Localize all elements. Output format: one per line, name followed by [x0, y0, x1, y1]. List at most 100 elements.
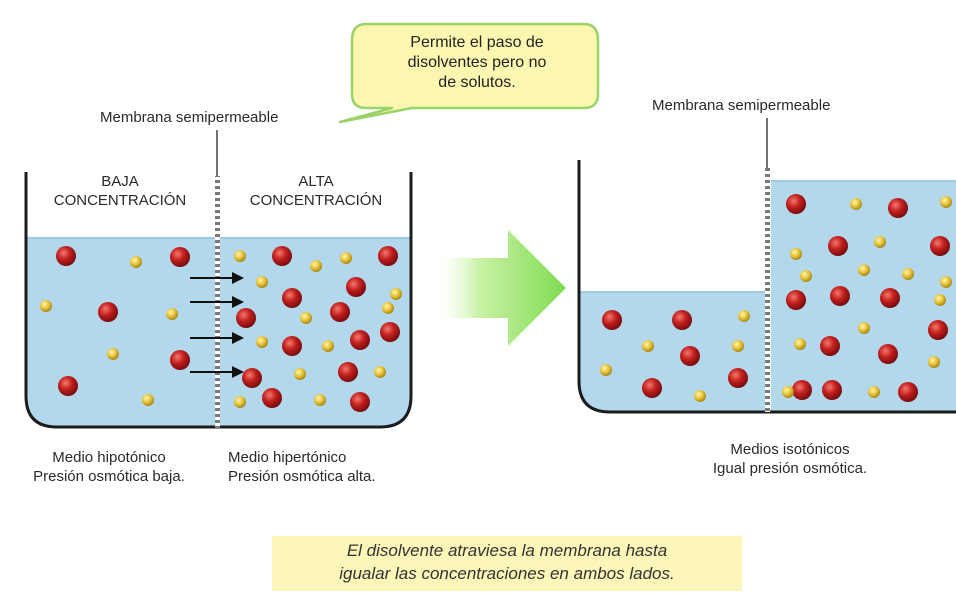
- solute-small: [738, 310, 750, 322]
- solute-large: [236, 308, 256, 328]
- solute-small: [732, 340, 744, 352]
- solute-small: [858, 322, 870, 334]
- solute-large: [786, 194, 806, 214]
- hypotonic-caption-line-2: Presión osmótica baja.: [33, 468, 185, 485]
- solute-small: [374, 366, 386, 378]
- solute-large: [242, 368, 262, 388]
- solute-small: [234, 250, 246, 262]
- callout-line-3: de solutos.: [438, 74, 516, 91]
- footer-line-2: igualar las concentraciones en ambos lad…: [339, 564, 675, 583]
- solute-small: [340, 252, 352, 264]
- solvent-flow-arrows: [190, 272, 244, 378]
- solute-large: [830, 286, 850, 306]
- solute-large: [602, 310, 622, 330]
- solute-large: [792, 380, 812, 400]
- solute-large: [930, 236, 950, 256]
- solute-small: [600, 364, 612, 376]
- solute-large: [672, 310, 692, 330]
- low-concentration-title: BAJA CONCENTRACIÓN: [30, 172, 210, 210]
- hypertonic-caption-line-1: Medio hipertónico: [228, 449, 347, 466]
- solute-large: [170, 350, 190, 370]
- solute-small: [256, 276, 268, 288]
- solute-small: [928, 356, 940, 368]
- isotonic-caption-line-2: Igual presión osmótica.: [712, 460, 868, 477]
- solute-large: [346, 277, 366, 297]
- high-concentration-title: ALTA CONCENTRACIÓN: [224, 172, 408, 210]
- solute-small: [40, 300, 52, 312]
- solute-large: [282, 288, 302, 308]
- solute-small: [107, 348, 119, 360]
- solute-large: [58, 376, 78, 396]
- solute-small: [382, 302, 394, 314]
- solute-large: [56, 246, 76, 266]
- solute-large: [786, 290, 806, 310]
- flow-arrow-head: [232, 332, 244, 344]
- solute-large: [680, 346, 700, 366]
- flow-arrow-head: [232, 366, 244, 378]
- isotonic-caption: Medios isotónicos Igual presión osmótica…: [690, 440, 890, 478]
- high-concentration-title-line-2: CONCENTRACIÓN: [249, 192, 383, 209]
- solute-small: [794, 338, 806, 350]
- solute-large: [888, 198, 908, 218]
- solute-small: [294, 368, 306, 380]
- footer-line-1: El disolvente atraviesa la membrana hast…: [346, 541, 668, 560]
- right-beaker-solutes: [600, 194, 952, 402]
- hypertonic-caption-line-2: Presión osmótica alta.: [228, 468, 376, 485]
- right-membrane: [765, 168, 770, 412]
- solute-small: [142, 394, 154, 406]
- solute-large: [828, 236, 848, 256]
- solute-large: [378, 246, 398, 266]
- solute-small: [322, 340, 334, 352]
- solute-large: [98, 302, 118, 322]
- isotonic-caption-line-1: Medios isotónicos: [730, 441, 850, 458]
- solute-small: [314, 394, 326, 406]
- transition-arrow: [432, 230, 566, 346]
- solute-small: [310, 260, 322, 272]
- solute-large: [338, 362, 358, 382]
- hypotonic-caption: Medio hipotónico Presión osmótica baja.: [4, 448, 214, 486]
- solute-small: [800, 270, 812, 282]
- right-membrane-label: Membrana semipermeable: [652, 97, 831, 114]
- solute-small: [694, 390, 706, 402]
- solute-small: [390, 288, 402, 300]
- left-beaker: [24, 130, 413, 429]
- callout-bubble: [338, 22, 600, 124]
- callout-line-1: Permite el paso de: [410, 34, 544, 51]
- solute-small: [868, 386, 880, 398]
- callout-text: Permite el paso de disolventes pero no d…: [372, 33, 582, 93]
- solute-small: [940, 276, 952, 288]
- solute-large: [262, 388, 282, 408]
- right-beaker-water-low: [579, 292, 765, 412]
- flow-arrow-head: [232, 296, 244, 308]
- solute-small: [858, 264, 870, 276]
- solute-large: [350, 392, 370, 412]
- solute-small: [130, 256, 142, 268]
- footer-note: El disolvente atraviesa la membrana hast…: [272, 536, 742, 591]
- solute-small: [256, 336, 268, 348]
- solute-large: [880, 288, 900, 308]
- solute-large: [820, 336, 840, 356]
- solute-small: [300, 312, 312, 324]
- right-beaker: [577, 118, 956, 414]
- solute-large: [170, 247, 190, 267]
- solute-small: [940, 196, 952, 208]
- solute-large: [642, 378, 662, 398]
- hypotonic-caption-line-1: Medio hipotónico: [52, 449, 166, 466]
- low-concentration-title-line-2: CONCENTRACIÓN: [53, 192, 187, 209]
- flow-arrow-head: [232, 272, 244, 284]
- hypertonic-caption: Medio hipertónico Presión osmótica alta.: [228, 448, 376, 486]
- solute-large: [898, 382, 918, 402]
- solute-large: [928, 320, 948, 340]
- solute-large: [822, 380, 842, 400]
- solute-large: [282, 336, 302, 356]
- left-membrane-label: Membrana semipermeable: [100, 109, 279, 126]
- solute-small: [874, 236, 886, 248]
- callout-line-2: disolventes pero no: [407, 54, 547, 71]
- solute-small: [166, 308, 178, 320]
- solute-large: [878, 344, 898, 364]
- high-concentration-title-line-1: ALTA: [298, 173, 334, 190]
- solute-small: [642, 340, 654, 352]
- solute-small: [902, 268, 914, 280]
- right-beaker-wall: [577, 160, 956, 414]
